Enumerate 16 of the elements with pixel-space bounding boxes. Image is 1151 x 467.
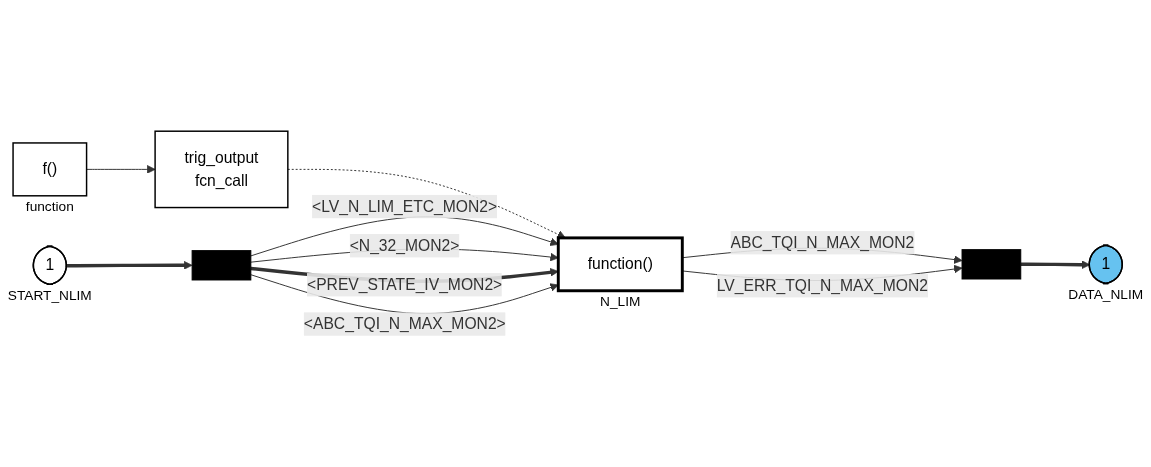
block-name: START_NLIM <box>7 288 92 304</box>
node-box: f() <box>12 142 88 197</box>
block-name: DATA_NLIM <box>1068 287 1144 303</box>
block-name: function <box>25 199 74 215</box>
node-box: trig_output fcn_call <box>154 130 289 209</box>
node-box: function() <box>556 236 684 293</box>
node-bar <box>961 249 1022 280</box>
edge-label: <N_32_MON2> <box>349 236 460 254</box>
arrow <box>66 261 193 270</box>
edge-label: <LV_N_LIM_ETC_MON2> <box>312 197 498 215</box>
edge-label: <ABC_TQI_N_MAX_MON2> <box>303 315 506 332</box>
block-name: N_LIM <box>600 294 641 310</box>
node-bar <box>191 250 252 281</box>
edge-label: <PREV_STATE_IV_MON2> <box>306 276 503 293</box>
edge-label: ABC_TQI_N_MAX_MON2 <box>730 234 915 251</box>
edge-label: LV_ERR_TQI_N_MAX_MON2 <box>716 277 928 294</box>
